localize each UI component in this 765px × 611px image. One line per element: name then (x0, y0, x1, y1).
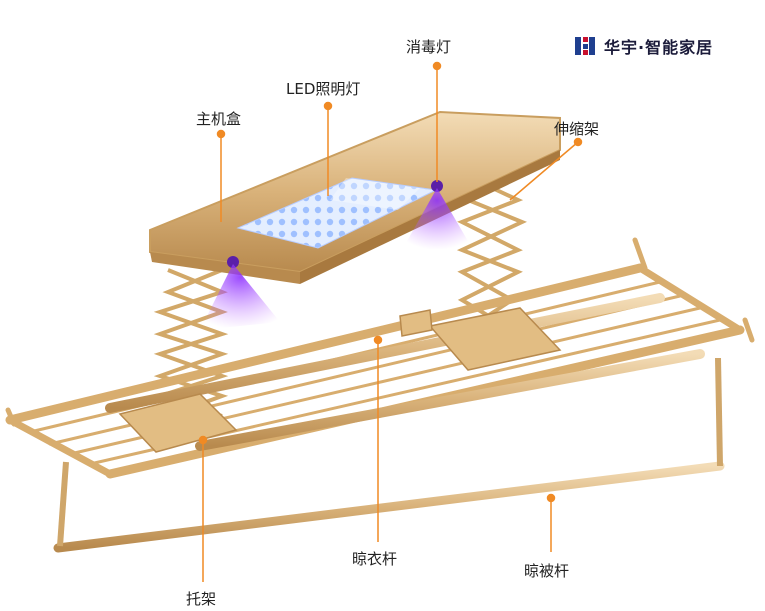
brand: 华宇·智能家居 (574, 34, 713, 58)
brackets (118, 307, 562, 453)
label-clothes-rod: 晾衣杆 (352, 550, 398, 568)
label-bracket: 托架 (186, 590, 217, 608)
clothes-rods (105, 293, 705, 451)
label-quilt-rod: 晾被杆 (524, 562, 570, 580)
leader-lines (198, 61, 583, 582)
label-telescopic-frame: 伸缩架 (554, 120, 600, 138)
brand-name: 华宇·智能家居 (604, 38, 714, 57)
quilt-rod-assembly (53, 357, 725, 553)
label-main-box: 主机盒 (196, 110, 242, 128)
uv-sterilize-lamps (200, 180, 472, 330)
label-sterilize-lamp: 消毒灯 (406, 38, 452, 56)
label-led-lamp: LED照明灯 (286, 80, 361, 98)
brand-logo-icon (575, 37, 595, 55)
